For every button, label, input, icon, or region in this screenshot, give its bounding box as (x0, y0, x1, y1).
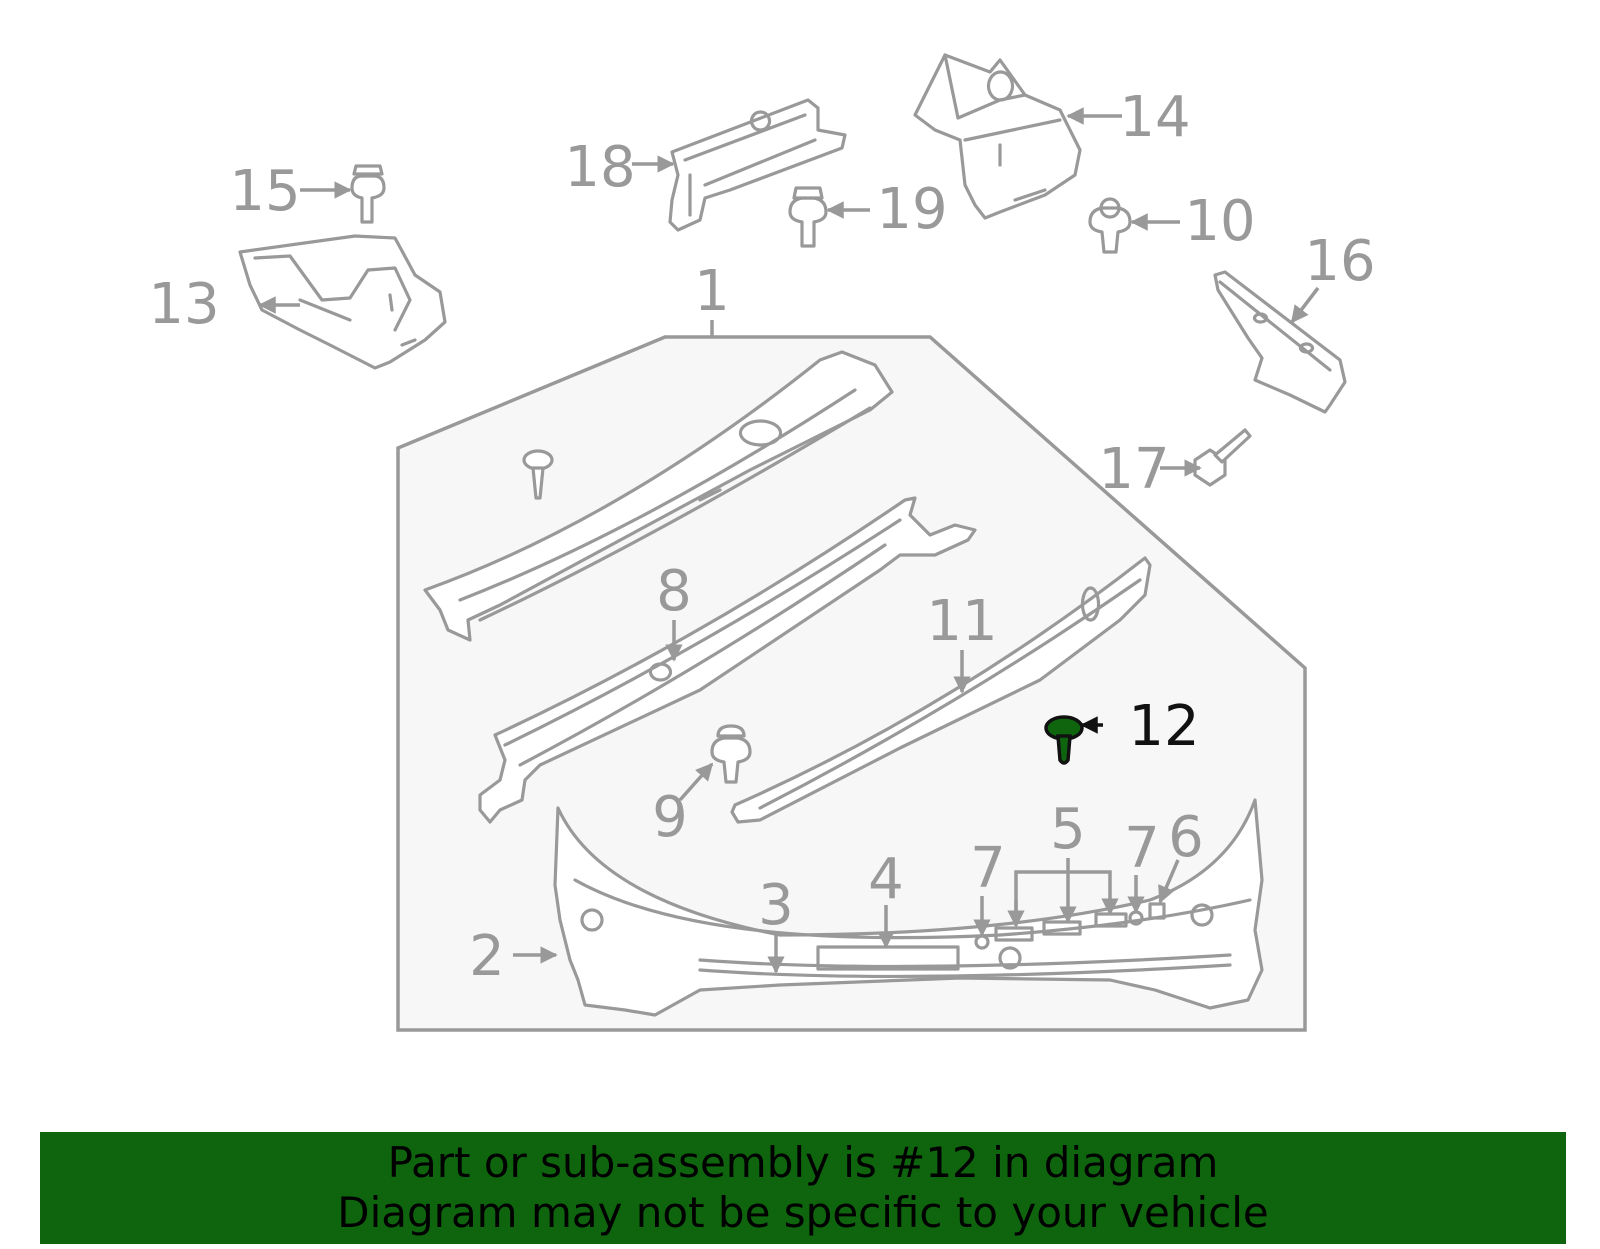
callout-16: 16 (1304, 229, 1375, 294)
upper-cowl-panel (423, 350, 894, 642)
part-9-clip (710, 724, 752, 784)
callout-18: 18 (564, 135, 635, 200)
callout-15: 15 (229, 159, 300, 224)
callout-12: 12 (1128, 694, 1199, 759)
callout-4: 4 (868, 847, 904, 912)
callout-19: 19 (876, 177, 947, 242)
callout-8: 8 (656, 559, 692, 624)
callout-7a: 7 (970, 836, 1006, 901)
callout-7b: 7 (1124, 816, 1160, 881)
callout-13: 13 (148, 272, 219, 337)
part-14-bracket (913, 53, 1082, 220)
assembly-screw (522, 449, 554, 500)
callout-1: 1 (694, 259, 730, 324)
part-13-bracket (238, 234, 447, 370)
part-18-bracket (668, 98, 847, 232)
callout-10: 10 (1184, 189, 1255, 254)
callout-14: 14 (1119, 85, 1190, 150)
callout-17: 17 (1098, 437, 1169, 502)
callout-5: 5 (1050, 797, 1086, 862)
callout-3: 3 (758, 873, 794, 938)
part-17-bolt (1193, 428, 1252, 487)
part-12-clip-highlighted (1044, 715, 1084, 765)
part-11-strip (730, 556, 1152, 824)
parts-diagram: 1 2 3 4 5 6 7 7 8 9 10 11 12 13 14 15 16… (148, 53, 1376, 1032)
part-19-clip (788, 186, 828, 248)
info-banner: Part or sub-assembly is #12 in diagram D… (40, 1132, 1566, 1244)
callout-6: 6 (1168, 805, 1204, 870)
part-15-clip (350, 164, 386, 224)
banner-line-1: Part or sub-assembly is #12 in diagram (387, 1138, 1219, 1187)
callout-2: 2 (469, 924, 505, 989)
part-10-clip (1088, 197, 1132, 254)
leader-arrows (258, 107, 1320, 974)
banner-line-2: Diagram may not be specific to your vehi… (337, 1188, 1269, 1237)
callout-11: 11 (926, 589, 997, 654)
callout-9: 9 (652, 785, 688, 850)
part-8-panel (478, 496, 977, 824)
part-16-brace (1213, 270, 1347, 414)
